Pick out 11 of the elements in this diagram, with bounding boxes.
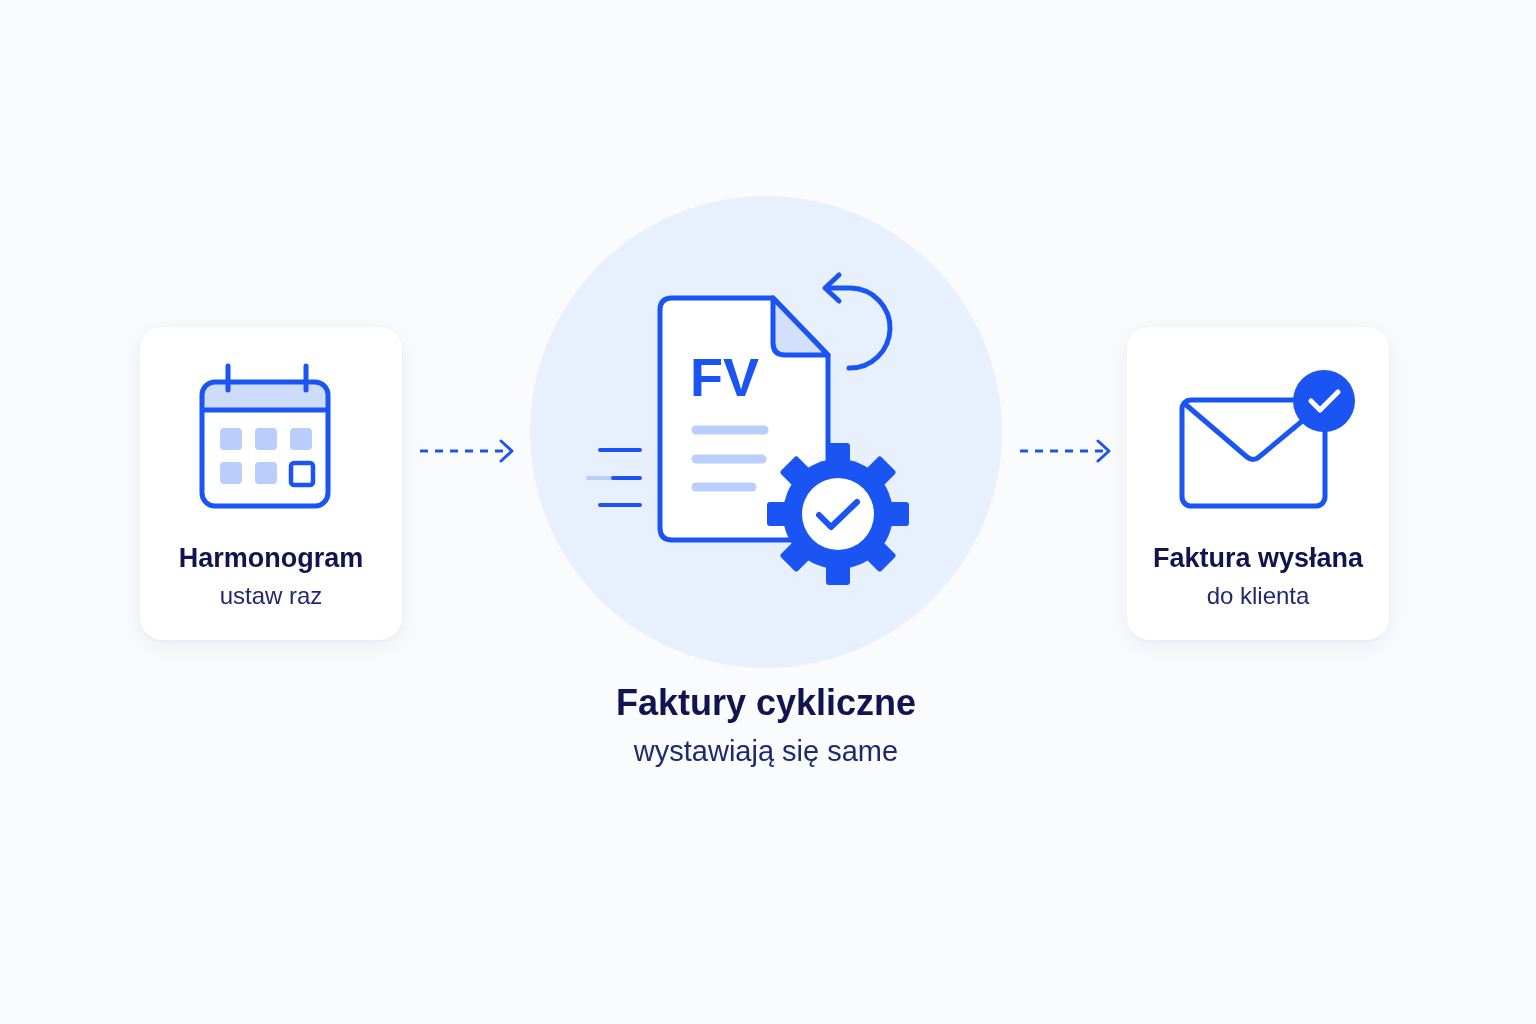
hub-subtitle: wystawiają się same [633,734,899,769]
step-subtitle: ustaw raz [219,581,323,611]
document-heading: FV [690,350,759,404]
dashed-arrow [420,439,514,463]
step-card [1127,327,1389,640]
step-card [140,327,402,640]
hub-title: Faktury cykliczne [615,681,917,725]
step-title: Faktura wysłana [1152,542,1364,575]
step-subtitle: do klienta [1206,581,1310,611]
dashed-arrow [1020,439,1111,463]
step-title: Harmonogram [178,542,364,575]
